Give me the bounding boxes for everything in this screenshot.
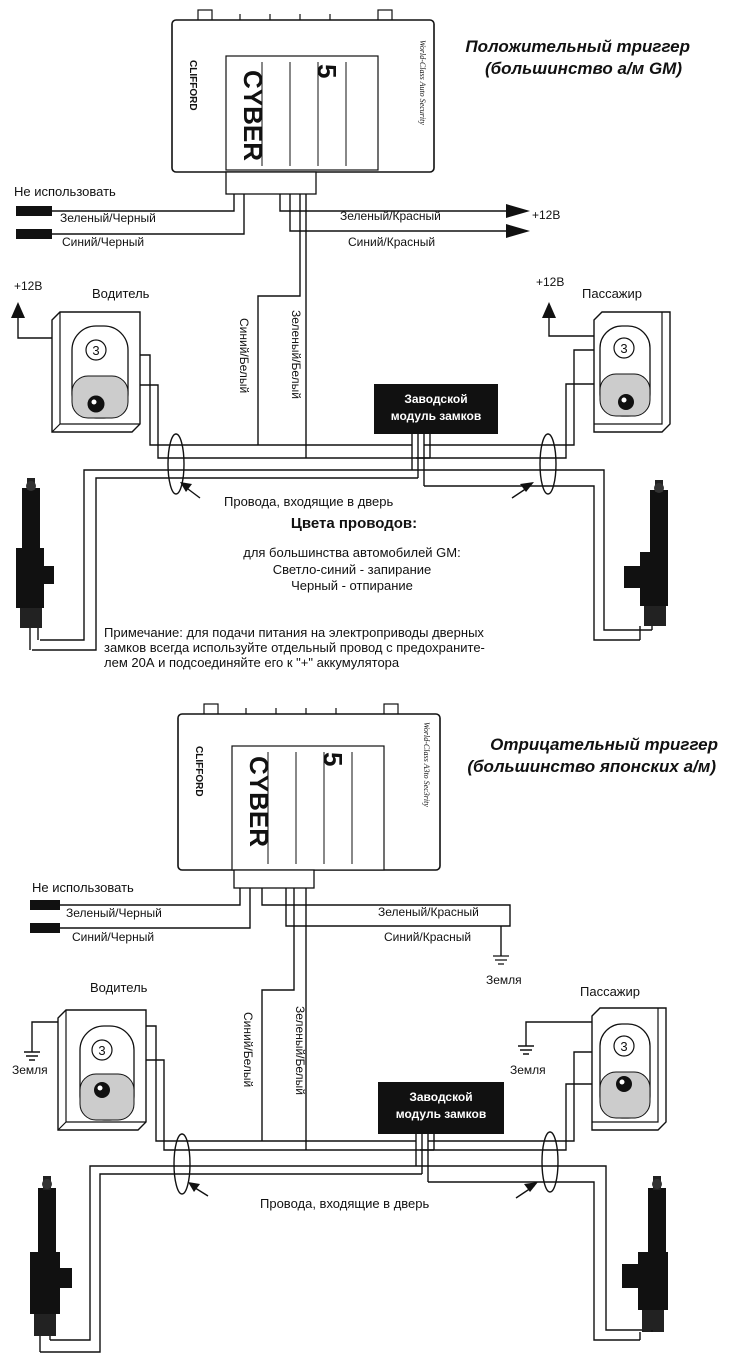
module-label-line2: модуль замков: [396, 1107, 486, 1121]
module-label-line1: Заводской: [404, 392, 467, 406]
model-number: 5: [318, 752, 348, 766]
diagram2-title-line2: (большинство японских а/м): [467, 757, 716, 776]
wire-colors-header: Цвета проводов:: [291, 515, 417, 532]
passenger-switch: +12В Пассажир 3: [536, 275, 671, 433]
plus12-driver-label: +12В: [14, 279, 42, 293]
product-name: CYBER: [244, 756, 274, 847]
left-lock-actuator: [16, 478, 54, 650]
wire-label-green-black: Зеленый/Черный: [60, 211, 156, 225]
factory-lock-module: [374, 384, 498, 434]
door-wire-bundle: [173, 1133, 191, 1195]
driver-switch: Водитель Земля 3: [12, 980, 148, 1131]
wire-label-blue-white: Синий/Белый: [241, 1012, 255, 1087]
not-used-plug: [30, 923, 60, 933]
brand-logo: CLIFFORD: [193, 746, 204, 797]
passenger-label: Пассажир: [582, 286, 642, 301]
not-used-plug: [16, 206, 52, 216]
brand-logo: CLIFFORD: [187, 60, 198, 111]
diagram2-title-line1: Отрицательный триггер: [490, 735, 718, 754]
diagram-negative-trigger: Отрицательный триггер (большинство японс…: [12, 703, 718, 1353]
module-label-line1: Заводской: [409, 1090, 472, 1104]
alarm-unit: CLIFFORD CYBER 5 World-Class Auto Securi…: [171, 9, 435, 195]
right-lock-actuator: [624, 480, 668, 640]
switch-number: 3: [98, 1043, 105, 1058]
door-wires-label: Провода, входящие в дверь: [260, 1196, 430, 1211]
wire-label-green-white: Зеленый/Белый: [289, 310, 303, 399]
switch-number: 3: [620, 341, 627, 356]
wire-label-green-red: Зеленый/Красный: [340, 209, 441, 223]
door-wire-bundle: [167, 433, 185, 495]
gm-note: для большинства автомобилей GM:: [243, 545, 461, 560]
left-lock-actuator: [30, 1176, 72, 1352]
wire-label-green-white: Зеленый/Белый: [293, 1006, 307, 1095]
not-used-plug: [30, 900, 60, 910]
note-line3: лем 20А и подсоединяйте его к "+" аккуму…: [104, 655, 400, 670]
right-lock-actuator: [622, 1176, 668, 1340]
switch-number: 3: [620, 1039, 627, 1054]
product-name: CYBER: [238, 70, 268, 161]
module-label-line2: модуль замков: [391, 409, 481, 423]
ground-driver-label: Земля: [12, 1063, 48, 1077]
driver-label: Водитель: [92, 286, 150, 301]
note-line2: замков всегда используйте отдельный пров…: [104, 640, 485, 655]
not-used-plug: [16, 229, 52, 239]
alarm-unit: CLIFFORD CYBER 5 World-Class A3to Sec3ri…: [177, 703, 441, 889]
plus12-label: +12В: [532, 208, 560, 222]
diagram1-title-line2: (большинство а/м GM): [485, 59, 682, 78]
wire-label-green-black: Зеленый/Черный: [66, 906, 162, 920]
model-number: 5: [312, 64, 342, 78]
wire-label-green-red: Зеленый/Красный: [378, 905, 479, 919]
passenger-switch: Пассажир Земля 3: [510, 984, 667, 1131]
door-wire-bundle: [541, 1131, 559, 1193]
ground-label: Земля: [486, 973, 522, 987]
not-used-label: Не использовать: [14, 184, 116, 199]
not-used-label: Не использовать: [32, 880, 134, 895]
driver-label: Водитель: [90, 980, 148, 995]
plus12-passenger-label: +12В: [536, 275, 564, 289]
lock-color-note: Светло-синий - запирание: [273, 562, 432, 577]
switch-number: 3: [92, 343, 99, 358]
factory-lock-module: [378, 1082, 504, 1134]
wire-label-blue-black: Синий/Черный: [62, 235, 144, 249]
diagram1-title-line1: Положительный триггер: [465, 37, 690, 56]
passenger-label: Пассажир: [580, 984, 640, 999]
driver-switch: +12В Водитель 3: [11, 279, 150, 433]
ground-passenger-label: Земля: [510, 1063, 546, 1077]
tagline: World-Class Auto Security: [418, 40, 427, 125]
door-wires-label: Провода, входящие в дверь: [224, 494, 394, 509]
wire-label-blue-black: Синий/Черный: [72, 930, 154, 944]
diagram-positive-trigger: Положительный триггер (большинство а/м G…: [11, 9, 690, 670]
tagline: World-Class A3to Sec3rity: [422, 722, 431, 807]
wire-label-blue-red: Синий/Красный: [384, 930, 471, 944]
unlock-color-note: Черный - отпирание: [291, 578, 413, 593]
door-wire-bundle: [539, 433, 557, 495]
wire-label-blue-red: Синий/Красный: [348, 235, 435, 249]
note-line1: Примечание: для подачи питания на электр…: [104, 625, 484, 640]
wire-label-blue-white: Синий/Белый: [237, 318, 251, 393]
